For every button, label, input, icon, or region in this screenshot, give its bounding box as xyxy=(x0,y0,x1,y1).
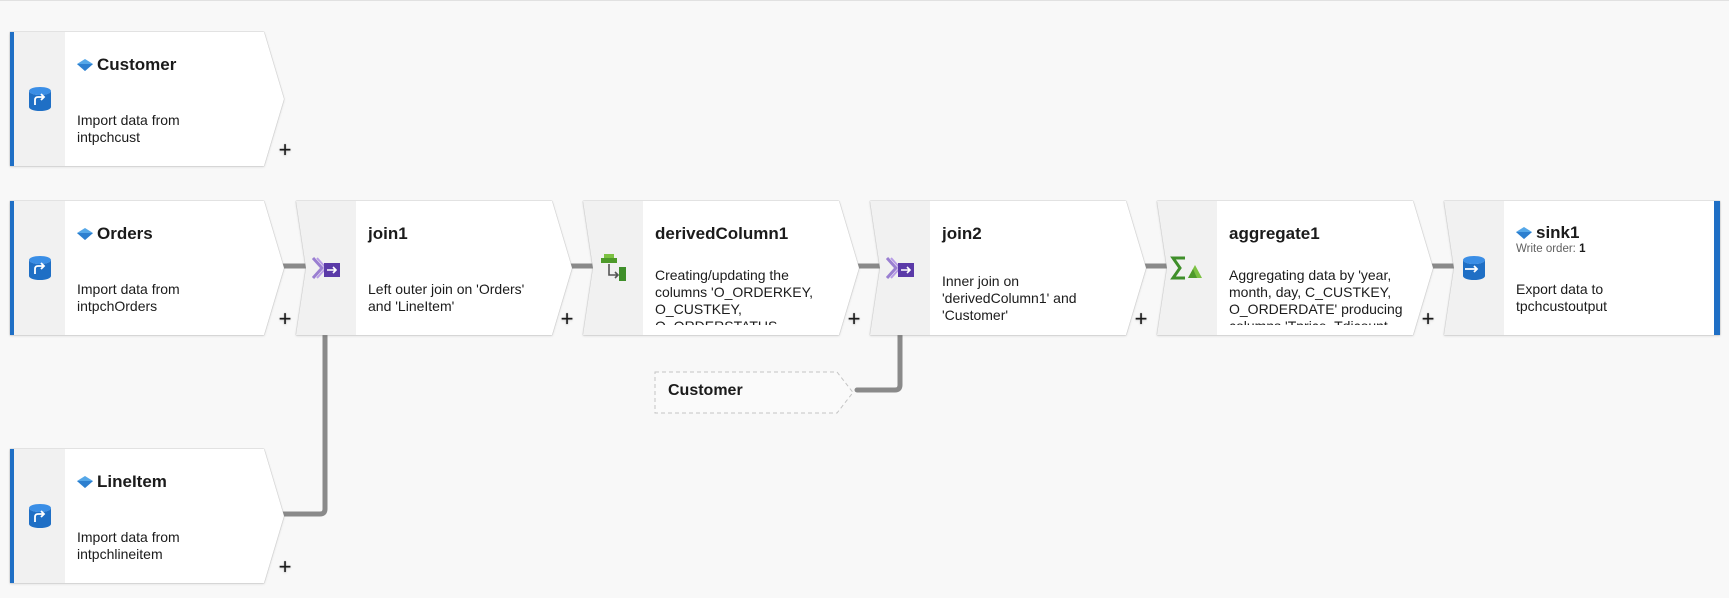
reference-node-label: Customer xyxy=(668,382,743,399)
node-body[interactable]: LineItem Import data from intpchlineitem xyxy=(65,449,284,583)
dataset-diamond-icon xyxy=(77,59,93,71)
add-transformation-button[interactable]: + xyxy=(560,306,574,331)
transform-node-join1[interactable]: join1 Left outer join on 'Orders' and 'L… xyxy=(296,201,574,335)
transform-icon-column xyxy=(870,201,930,335)
node-body[interactable]: join1 Left outer join on 'Orders' and 'L… xyxy=(356,201,572,335)
connector-customer-join2 xyxy=(854,330,903,393)
node-description: Export data to tpchcustoutput xyxy=(1516,281,1608,314)
node-body[interactable]: aggregate1 Aggregating data by 'year, mo… xyxy=(1217,201,1433,335)
join-icon xyxy=(311,256,340,280)
node-title-row: LineItem xyxy=(77,472,167,492)
transform-icon-column xyxy=(1157,201,1217,335)
node-title: derivedColumn1 xyxy=(655,224,789,243)
node-title-row: Orders xyxy=(77,224,153,244)
node-title: sink1 xyxy=(1536,223,1580,242)
reference-node-outline xyxy=(654,371,854,414)
write-order-value: 1 xyxy=(1579,243,1586,255)
transform-icon-column xyxy=(583,201,643,335)
transform-node-join2[interactable]: join2 Inner join on 'derivedColumn1' and… xyxy=(870,201,1148,335)
database-arrow-icon xyxy=(28,87,51,111)
source-node-orders[interactable]: Orders Import data from intpchOrders + xyxy=(5,201,291,335)
node-description: Inner join on 'derivedColumn1' and 'Cust… xyxy=(942,273,1077,323)
node-body[interactable]: Orders Import data from intpchOrders xyxy=(65,201,284,335)
database-arrow-icon xyxy=(28,256,51,280)
transform-icon-column xyxy=(296,201,356,335)
join-icon xyxy=(885,256,914,280)
sink-node-sink1[interactable]: sink1 Write order: 1 Export data to tpch… xyxy=(1444,201,1720,335)
node-title: LineItem xyxy=(97,472,167,491)
node-title: join1 xyxy=(368,224,408,243)
node-description: Import data from intpchlineitem xyxy=(77,529,180,562)
database-export-icon xyxy=(1463,256,1485,280)
node-body[interactable]: sink1 Write order: 1 Export data to tpch… xyxy=(1504,201,1720,335)
node-description: Import data from intpchcust xyxy=(77,112,180,145)
source-icon-column xyxy=(10,32,65,166)
node-title: Orders xyxy=(97,224,153,243)
add-transformation-button[interactable]: + xyxy=(1134,306,1148,331)
database-arrow-icon xyxy=(28,504,51,528)
node-title-row: sink1 xyxy=(1516,223,1579,243)
dataset-diamond-icon xyxy=(77,228,93,240)
node-description: Aggregating data by 'year, month, day, C… xyxy=(1229,267,1403,317)
node-body[interactable]: derivedColumn1 Creating/updating the col… xyxy=(643,201,859,335)
dataset-diamond-icon xyxy=(77,476,93,488)
add-transformation-button[interactable]: + xyxy=(278,137,292,162)
dataset-diamond-icon xyxy=(1516,227,1532,239)
reference-node-customer[interactable]: Customer xyxy=(654,371,854,414)
node-description: Creating/updating the columns 'O_ORDERKE… xyxy=(655,267,814,317)
write-order-label: Write order: xyxy=(1516,243,1576,255)
node-description: Import data from intpchOrders xyxy=(77,281,180,314)
sink-icon-column xyxy=(1444,201,1504,335)
node-title: join2 xyxy=(942,224,982,243)
transform-node-derivedcolumn1[interactable]: derivedColumn1 Creating/updating the col… xyxy=(583,201,861,335)
write-order: Write order: 1 xyxy=(1516,243,1585,255)
transform-node-aggregate1[interactable]: aggregate1 Aggregating data by 'year, mo… xyxy=(1157,201,1435,335)
aggregate-sigma-icon xyxy=(1170,256,1202,280)
node-title-row: Customer xyxy=(77,55,176,75)
derived-column-icon xyxy=(601,254,626,281)
node-body[interactable]: join2 Inner join on 'derivedColumn1' and… xyxy=(930,201,1146,335)
add-transformation-button[interactable]: + xyxy=(1421,306,1435,331)
node-title: Customer xyxy=(97,55,177,74)
connector-lineitem-join1 xyxy=(280,330,328,517)
sink-accent-bar xyxy=(1714,201,1720,335)
source-node-lineitem[interactable]: LineItem Import data from intpchlineitem… xyxy=(5,449,291,583)
source-icon-column xyxy=(10,449,65,583)
source-icon-column xyxy=(10,201,65,335)
source-node-customer[interactable]: Customer Import data from intpchcust + xyxy=(5,32,291,166)
node-description: Left outer join on 'Orders' and 'LineIte… xyxy=(368,281,525,314)
add-transformation-button[interactable]: + xyxy=(278,554,292,579)
add-transformation-button[interactable]: + xyxy=(278,306,292,331)
node-body[interactable]: Customer Import data from intpchcust xyxy=(65,32,284,166)
add-transformation-button[interactable]: + xyxy=(847,306,861,331)
node-title: aggregate1 xyxy=(1229,224,1320,243)
